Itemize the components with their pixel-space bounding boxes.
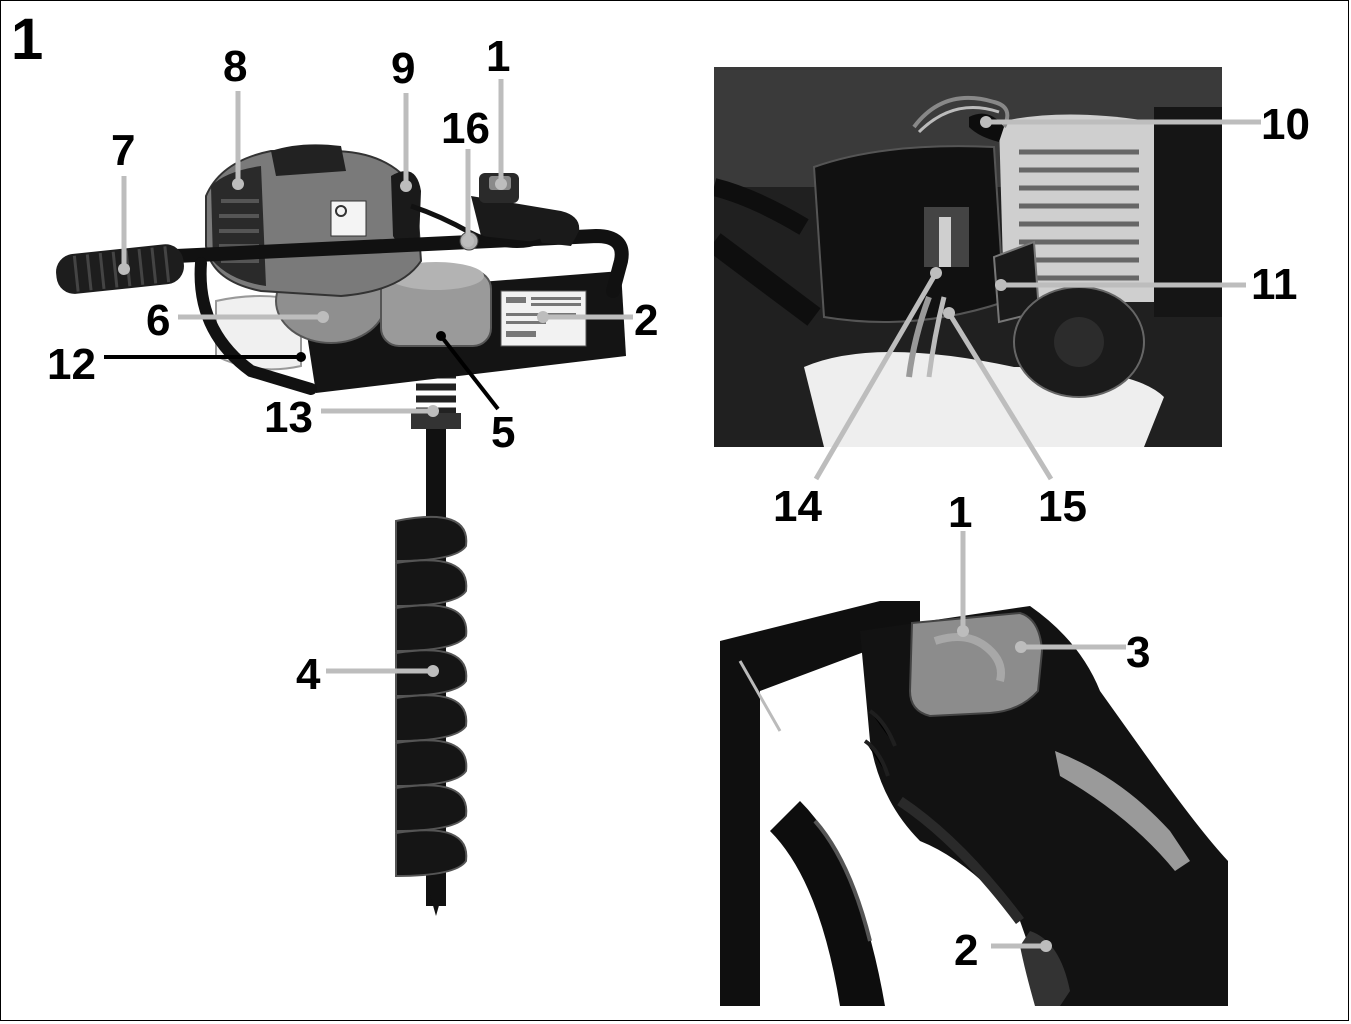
callout-11: 11 [1251, 260, 1298, 309]
callout-9: 9 [391, 44, 416, 93]
callout-handle-3: 3 [1126, 628, 1151, 677]
callout-5: 5 [491, 408, 516, 457]
earth-auger-illustration [56, 79, 633, 916]
handle-detail-photo [720, 601, 1228, 1006]
callout-13: 13 [264, 393, 313, 442]
callout-14: 14 [773, 482, 822, 531]
callout-10: 10 [1261, 100, 1310, 149]
callout-1: 1 [486, 32, 511, 81]
figure-number: 1 [11, 7, 44, 72]
callout-2: 2 [634, 296, 659, 345]
callout-handle-2: 2 [954, 926, 979, 975]
handle-photo-illustration [720, 601, 1228, 1006]
callout-15: 15 [1038, 482, 1087, 531]
engine-detail-photo [714, 67, 1222, 447]
engine-photo-illustration [714, 67, 1222, 447]
callout-4: 4 [296, 650, 321, 699]
callout-handle-1: 1 [948, 488, 973, 537]
callout-16: 16 [441, 104, 490, 153]
callout-12: 12 [47, 340, 96, 389]
callout-7: 7 [111, 126, 136, 175]
callout-8: 8 [223, 42, 248, 91]
callout-6: 6 [146, 296, 171, 345]
